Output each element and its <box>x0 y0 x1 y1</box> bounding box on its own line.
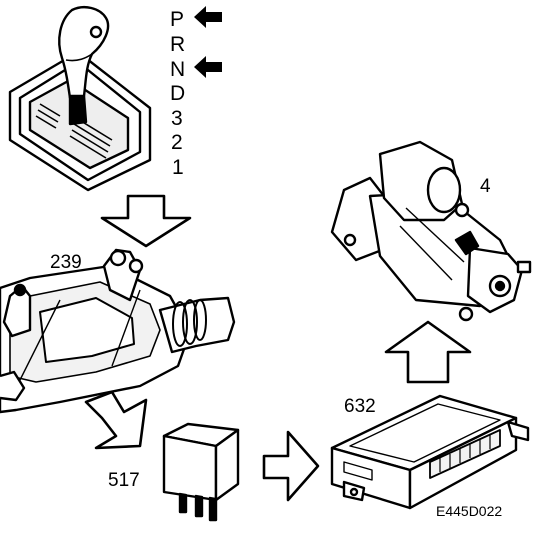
gear-letter-p: P <box>170 8 184 31</box>
starter-motor <box>330 140 532 322</box>
solenoid-end-cap <box>426 166 462 214</box>
connector-pins <box>439 435 491 472</box>
label-relay: 517 <box>108 470 140 491</box>
gear-letter-r: R <box>170 33 185 56</box>
gate-grille <box>35 103 113 159</box>
housing-lug <box>0 370 26 402</box>
label-control-unit: 632 <box>344 396 376 417</box>
mounting-bolt <box>109 249 127 267</box>
solenoid-terminal <box>454 202 470 218</box>
label-gear-switch: 239 <box>50 252 82 273</box>
mount-tab-2 <box>506 420 530 442</box>
flow-arrow-down-icon <box>100 194 192 248</box>
label-starter-motor: 4 <box>480 176 491 197</box>
gear-position-switch <box>0 248 236 414</box>
flow-arrow-right-icon <box>262 430 320 502</box>
gear-letter-d: D <box>170 82 185 105</box>
gear-letter-n: N <box>170 58 185 81</box>
relay <box>162 422 240 522</box>
figure-code: E445D022 <box>436 503 502 519</box>
relay-side <box>214 428 240 502</box>
gear-letters: P R N D 3 2 1 <box>170 8 185 179</box>
flow-arrow-diagonal-icon <box>84 390 148 450</box>
control-unit <box>330 394 530 510</box>
flow-arrow-up-icon <box>384 320 472 384</box>
mounting-bolt-2 <box>128 258 144 274</box>
starter-bolt <box>458 306 474 322</box>
selector-shaft <box>68 94 88 126</box>
gear-letter-1: 1 <box>172 156 184 179</box>
shaft-ribs <box>172 299 207 347</box>
pointer-arrow-p-icon <box>194 6 222 28</box>
gear-selector <box>8 6 152 192</box>
switch-body <box>39 297 135 363</box>
pointer-arrow-n-icon <box>194 56 222 78</box>
gear-letter-2: 2 <box>171 131 183 154</box>
starter-stud <box>516 260 532 274</box>
gear-letter-3: 3 <box>171 107 183 130</box>
relay-front <box>162 434 218 502</box>
connector-socket <box>429 429 501 479</box>
knob-button <box>89 25 103 39</box>
